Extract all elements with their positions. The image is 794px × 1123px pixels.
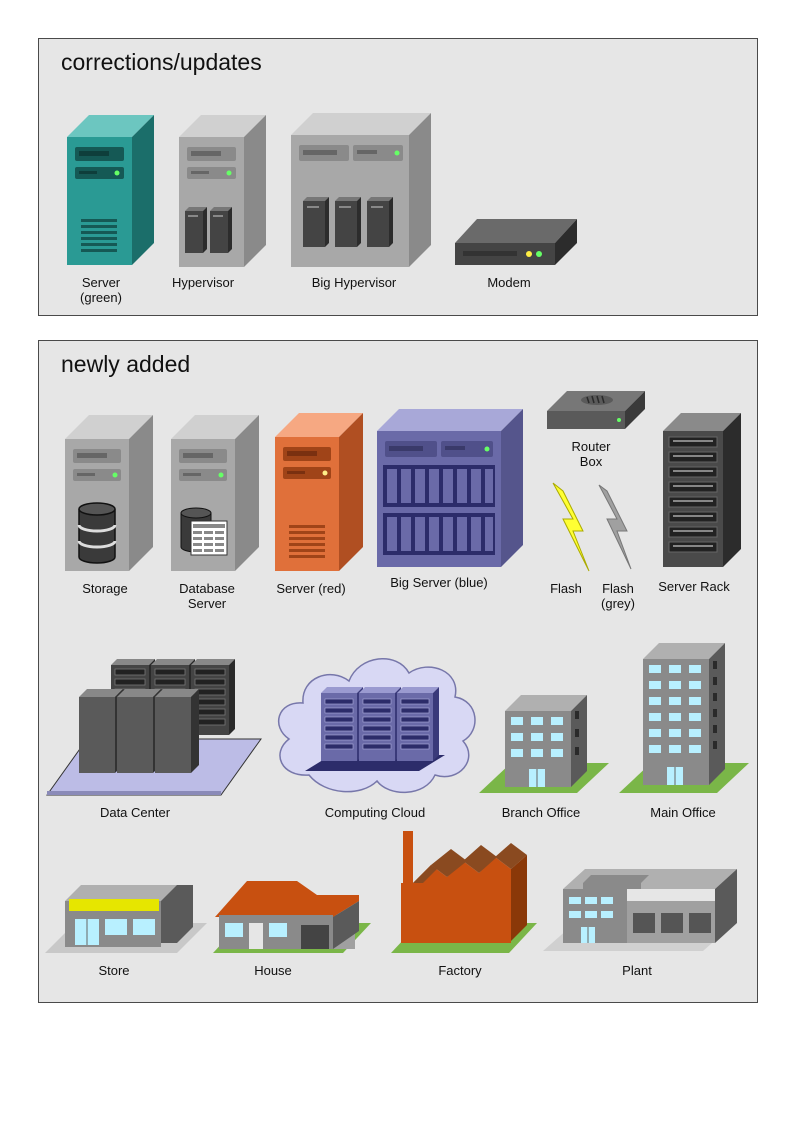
big-server-blue-icon: [377, 409, 523, 567]
label-modem: Modem: [487, 275, 531, 290]
server-rack-icon: [663, 413, 741, 567]
label-branch-office: Branch Office: [501, 805, 581, 820]
label-plant: Plant: [622, 963, 652, 978]
storage-icon: [65, 415, 153, 571]
server-red-icon: [275, 413, 363, 571]
label-big-hypervisor: Big Hypervisor: [311, 275, 397, 290]
newly-added-panel: newly added Storage: [38, 340, 758, 1003]
branch-office-icon: [479, 695, 609, 793]
label-server-rack: Server Rack: [658, 579, 730, 594]
corrections-panel: corrections/updates Server (green) Hyper…: [38, 38, 758, 316]
label-factory: Factory: [438, 963, 482, 978]
label-big-server-blue: Big Server (blue): [390, 575, 488, 590]
router-box-icon: [547, 391, 645, 429]
main-office-icon: [619, 643, 749, 793]
factory-icon: [391, 831, 537, 953]
label-store: Store: [98, 963, 130, 978]
label-main-office: Main Office: [650, 805, 716, 820]
section-title-corrections: corrections/updates: [61, 49, 262, 75]
plant-icon: [543, 869, 737, 951]
data-center-icon: [46, 659, 262, 796]
big-hypervisor-icon: [291, 113, 431, 267]
flash-icon: [552, 482, 590, 572]
label-server-green: Server (green): [80, 275, 122, 305]
flash-grey-icon: [598, 484, 632, 570]
label-storage: Storage: [82, 581, 128, 596]
computing-cloud-icon: [278, 658, 476, 794]
section-title-newly-added: newly added: [61, 351, 191, 377]
hypervisor-icon: [179, 115, 266, 267]
house-icon: [213, 881, 371, 953]
database-server-icon: [171, 415, 259, 571]
label-database-server: Database Server: [179, 581, 235, 611]
label-server-red: Server (red): [276, 581, 346, 596]
label-hypervisor: Hypervisor: [171, 275, 235, 290]
store-icon: [45, 885, 207, 953]
label-flash: Flash: [550, 581, 582, 596]
label-data-center: Data Center: [99, 805, 171, 820]
label-flash-grey: Flash (grey): [601, 581, 635, 611]
modem-icon: [455, 219, 577, 265]
server-green-icon: [67, 115, 154, 265]
label-house: House: [254, 963, 292, 978]
label-router-box: Router Box: [571, 439, 611, 469]
label-computing-cloud: Computing Cloud: [324, 805, 426, 820]
